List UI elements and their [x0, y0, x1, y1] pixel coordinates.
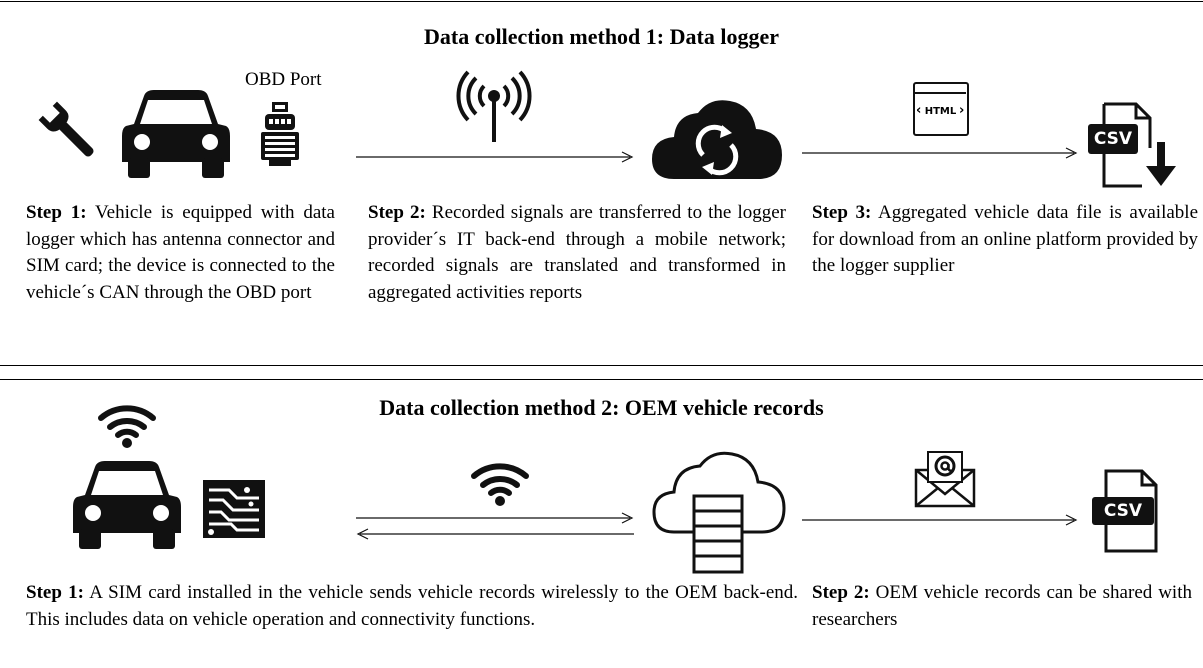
html-open-bracket: ‹	[916, 103, 922, 118]
cloud-server-icon	[652, 451, 786, 574]
method2-title: Data collection method 2: OEM vehicle re…	[379, 395, 824, 420]
wrench-icon	[38, 101, 94, 157]
csv-download-icon: CSV	[1088, 102, 1178, 190]
section-divider-rule	[0, 365, 1203, 366]
cloud-sync-icon	[652, 100, 782, 179]
method2-step1-label: Step 1:	[26, 582, 84, 603]
method2-step1-body: A SIM card installed in the vehicle send…	[26, 582, 799, 630]
wifi-icon	[471, 463, 529, 506]
arrow-cloud-to-car	[356, 528, 634, 540]
obd-port-label: OBD Port	[245, 69, 322, 90]
email-icon	[914, 451, 976, 508]
method2-step2-text: Step 2: OEM vehicle records can be share…	[812, 580, 1192, 633]
method2-step2-label: Step 2:	[812, 582, 870, 603]
csv-badge-label: CSV	[1093, 129, 1133, 149]
method1-step1-body: Vehicle is equipped with data logger whi…	[26, 202, 335, 303]
arrow-step2-to-step3	[802, 147, 1078, 159]
method1-step2-label: Step 2:	[368, 202, 426, 223]
method1-step3-label: Step 3:	[812, 202, 872, 223]
arrow-cloud-to-csv	[802, 514, 1078, 526]
csv-file-icon: CSV	[1092, 469, 1162, 553]
html-window-icon: HTML ‹ ›	[913, 82, 969, 136]
method2-step2-body: OEM vehicle records can be shared with r…	[812, 582, 1192, 630]
top-rule	[0, 1, 1203, 2]
antenna-icon	[456, 70, 532, 142]
section-divider-rule-2	[0, 379, 1203, 380]
csv-doc-outline	[1104, 469, 1158, 553]
method1-step3-text: Step 3: Aggregated vehicle data file is …	[812, 200, 1198, 280]
method2-step1-text: Step 1: A SIM card installed in the vehi…	[26, 580, 798, 633]
car-icon	[73, 461, 181, 549]
wifi-icon	[98, 405, 156, 448]
csv-badge-label: CSV	[1103, 501, 1143, 521]
window-title-bar	[915, 84, 966, 94]
arrow-car-to-cloud	[356, 512, 634, 524]
method1-step1-text: Step 1: Vehicle is equipped with data lo…	[26, 200, 335, 306]
arrow-step1-to-step2	[356, 151, 634, 163]
csv-badge	[1088, 124, 1138, 154]
method1-step3-body: Aggregated vehicle data file is availabl…	[812, 202, 1198, 276]
method1-step2-text: Step 2: Recorded signals are transferred…	[368, 200, 786, 306]
obd-port-icon	[261, 102, 299, 166]
html-close-bracket: ›	[959, 103, 965, 118]
html-window-label: HTML	[924, 106, 957, 117]
car-icon	[122, 90, 230, 178]
csv-badge	[1092, 497, 1154, 525]
method1-title: Data collection method 1: Data logger	[424, 24, 779, 49]
circuit-chip-icon	[203, 480, 265, 538]
method1-step1-label: Step 1:	[26, 202, 87, 223]
download-arrow-icon	[1146, 142, 1176, 186]
method1-step2-body: Recorded signals are transferred to the …	[368, 202, 786, 303]
